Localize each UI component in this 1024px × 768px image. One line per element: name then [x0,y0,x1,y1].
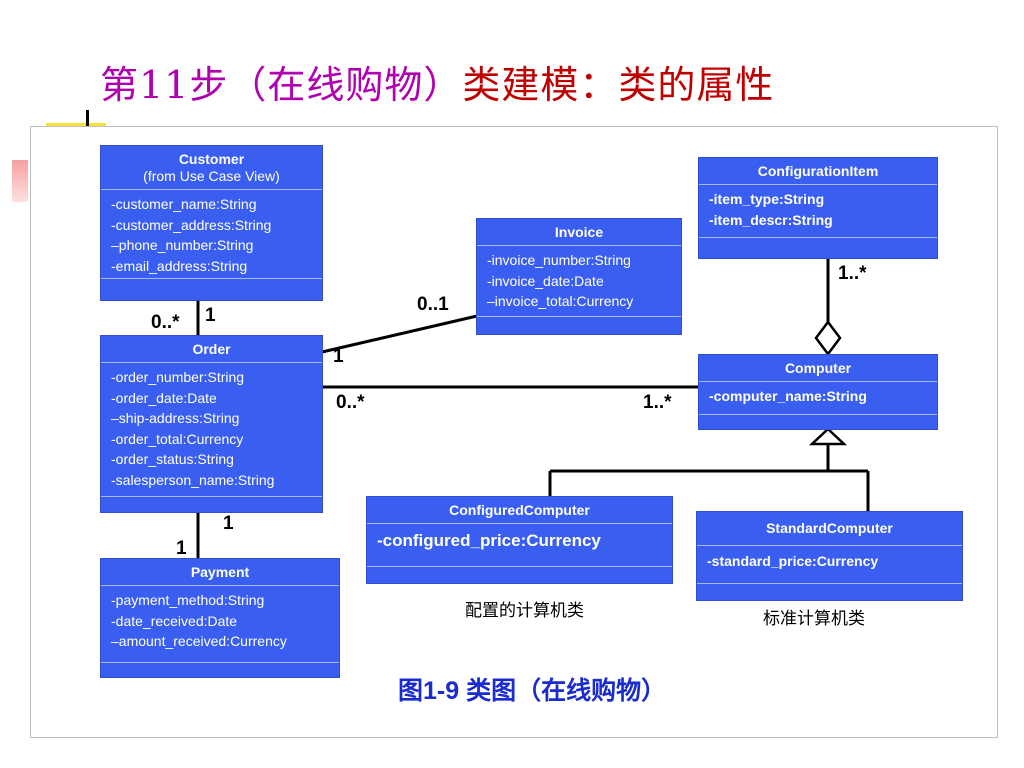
customer-class-subtitle: (from Use Case View) [143,168,280,184]
standard-computer-class: StandardComputer -standard_price:Currenc… [696,511,963,601]
multiplicity-label: 1..* [838,263,867,284]
standard-computer-class-name: StandardComputer [697,512,962,546]
order-class: Order -order_number:String -order_date:D… [100,335,323,513]
multiplicity-label: 0..* [336,392,365,413]
customer-attr: -email_address:String [111,257,248,274]
payment-attr: -payment_method:String [111,592,265,608]
order-class-name: Order [101,336,322,363]
order-attr: -order_status:String [111,451,234,467]
payment-class: Payment -payment_method:String -date_rec… [100,558,340,678]
payment-attr: –amount_received:Currency [111,633,287,649]
order-invoice-line [321,314,478,354]
generalization-triangle [808,427,848,446]
decor-pink-bar [12,160,28,202]
multiplicity-label: 1 [333,346,344,367]
configured-computer-class-name: ConfiguredComputer [367,497,672,524]
customer-class: Customer(from Use Case View) -customer_n… [100,145,323,301]
invoice-class: Invoice -invoice_number:String -invoice_… [476,218,682,335]
invoice-attr: –invoice_total:Currency [487,293,634,309]
order-attr: -salesperson_name:String [111,471,275,488]
computer-attributes: -computer_name:String [699,382,937,415]
configuration-item-class-name: ConfigurationItem [699,158,937,185]
figure-caption: 图1-9 类图（在线购物） [398,677,667,705]
computer-class: Computer -computer_name:String [698,354,938,430]
customer-class-name: Customer [178,151,245,167]
payment-attr: -date_received:Date [111,612,238,629]
invoice-attr: -invoice_date:Date [487,272,604,289]
configured-computer-caption: 配置的计算机类 [465,601,584,620]
configuration-item-attr: -item_type:String [709,191,825,207]
configured-computer-attributes: -configured_price:Currency [367,524,672,567]
customer-attr: –phone_number:String [111,237,254,253]
payment-attributes: -payment_method:String -date_received:Da… [101,586,339,663]
multiplicity-label: 1 [176,538,187,559]
computer-class-name: Computer [699,355,937,382]
order-attr: –ship-address:String [111,410,240,426]
multiplicity-label: 1 [205,305,216,326]
configuration-item-attr: -item_descr:String [709,211,833,228]
customer-class-header: Customer(from Use Case View) [101,146,322,190]
payment-class-name: Payment [101,559,339,586]
multiplicity-label: 1..* [643,392,672,413]
order-attr: -order_date:Date [111,389,217,406]
configured-computer-attr: -configured_price:Currency [377,531,601,550]
computer-attr: -computer_name:String [709,388,867,404]
invoice-attr: -invoice_number:String [487,252,631,268]
standard-computer-attributes: -standard_price:Currency [697,546,962,584]
multiplicity-label: 0..1 [417,294,449,315]
configuration-item-class: ConfigurationItem -item_type:String -ite… [698,157,938,259]
slide-title-part1: 第11步（在线购物） [100,63,463,107]
slide-title: 第11步（在线购物）类建模：类的属性 [100,54,774,109]
order-attr: -order_total:Currency [111,430,244,447]
aggregation-diamond [814,319,842,357]
invoice-attributes: -invoice_number:String -invoice_date:Dat… [477,246,681,317]
order-attributes: -order_number:String -order_date:Date –s… [101,363,322,497]
slide-title-part2: 类建模：类的属性 [462,63,775,107]
standard-computer-attr: -standard_price:Currency [707,553,879,569]
multiplicity-label: 0..* [151,312,180,333]
customer-attributes: -customer_name:String -customer_address:… [101,190,322,279]
customer-attr: -customer_name:String [111,196,257,212]
multiplicity-label: 1 [223,513,234,534]
configured-computer-class: ConfiguredComputer -configured_price:Cur… [366,496,673,584]
order-attr: -order_number:String [111,369,245,385]
standard-computer-caption: 标准计算机类 [763,609,865,628]
invoice-class-name: Invoice [477,219,681,246]
customer-attr: -customer_address:String [111,216,272,233]
configuration-item-attributes: -item_type:String -item_descr:String [699,185,937,238]
